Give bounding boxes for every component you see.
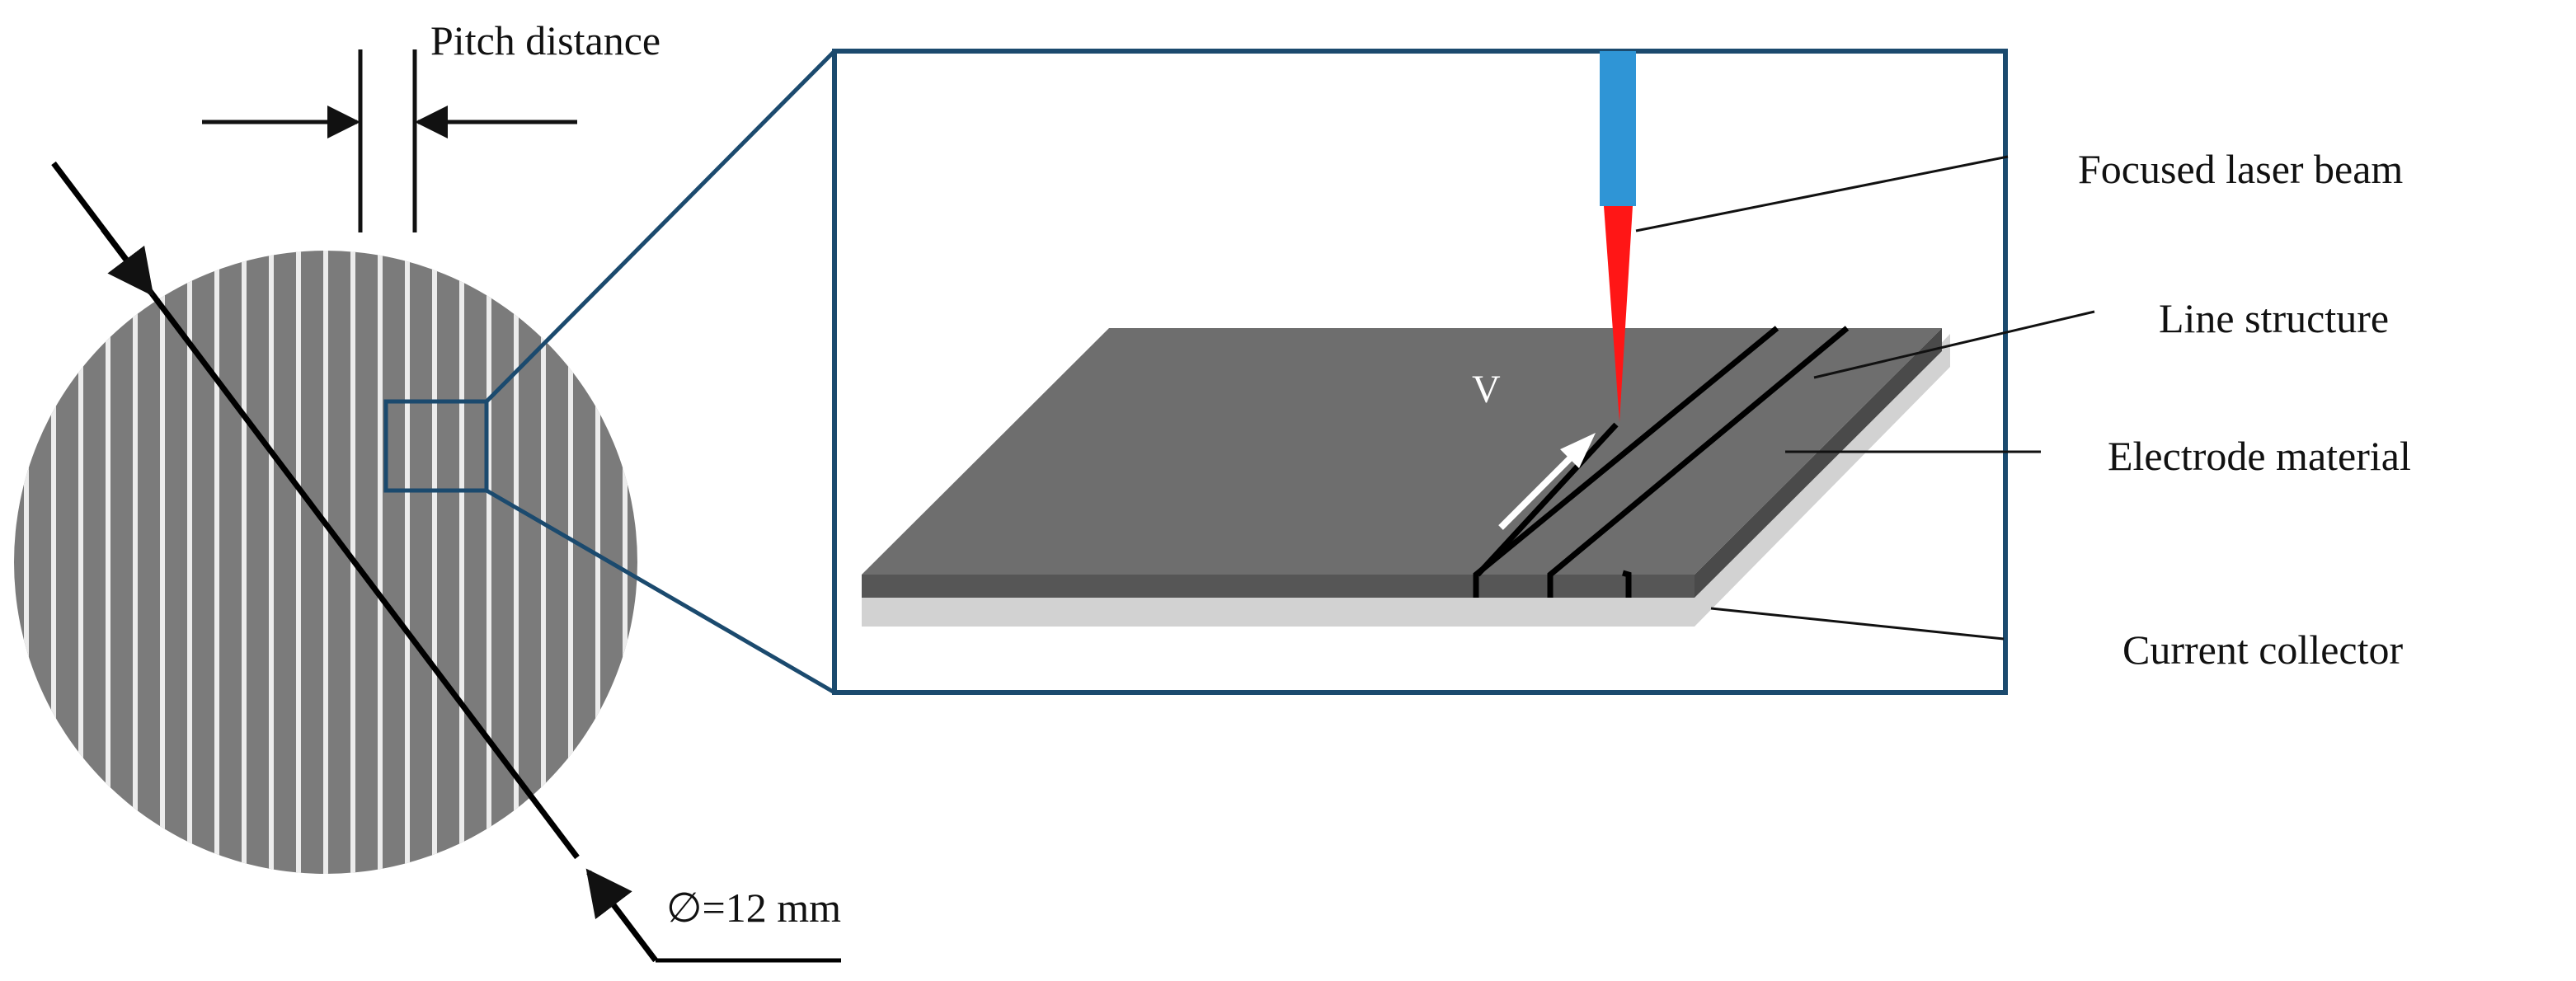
- scribed-line-current: [1475, 422, 1619, 577]
- scribed-lines: [1473, 326, 1850, 598]
- leader-current-collector: [1710, 607, 2005, 641]
- velocity-label: V: [1472, 368, 1501, 411]
- electrode-disk: [14, 251, 637, 874]
- velocity-indicator: V: [1472, 368, 1596, 530]
- detail-view: V: [832, 49, 2008, 695]
- leader-line-structure: [1813, 310, 2095, 379]
- zoom-connector-top: [485, 49, 836, 403]
- laser-beam-cone: [1604, 206, 1633, 422]
- diameter-label: ∅=12 mm: [666, 885, 841, 931]
- diameter-dimension: ∅=12 mm: [51, 161, 841, 963]
- velocity-arrow-head: [1560, 433, 1596, 468]
- zoom-indicator: [383, 49, 836, 695]
- pitch-distance-dimension: Pitch distance: [202, 17, 660, 232]
- callouts: Focused laser beam Line structure Electr…: [1635, 146, 2411, 673]
- zoom-region-box: [383, 399, 489, 493]
- line-structure-label: Line structure: [2159, 295, 2389, 341]
- scribed-line: [1547, 326, 1850, 598]
- electrode-material-label: Electrode material: [2108, 433, 2411, 479]
- current-collector-label: Current collector: [2122, 627, 2403, 673]
- focused-laser-beam-label: Focused laser beam: [2078, 146, 2403, 192]
- diameter-arrow-bottom: [585, 868, 658, 963]
- leader-focused-laser-beam: [1635, 155, 2009, 232]
- pitch-distance-label: Pitch distance: [430, 17, 660, 63]
- laser-nozzle: [1600, 51, 1636, 206]
- electrode-top-face: [862, 328, 1942, 575]
- electrode-right-face: [1695, 328, 1942, 598]
- scribed-line: [1473, 326, 1779, 598]
- diameter-arrow-top: [101, 227, 154, 297]
- velocity-arrow: [1498, 447, 1582, 530]
- scribed-line: [1622, 570, 1632, 598]
- zoom-connector-bottom: [485, 488, 836, 695]
- laser-head: [1600, 51, 1636, 422]
- electrode-side-face: [862, 575, 1695, 598]
